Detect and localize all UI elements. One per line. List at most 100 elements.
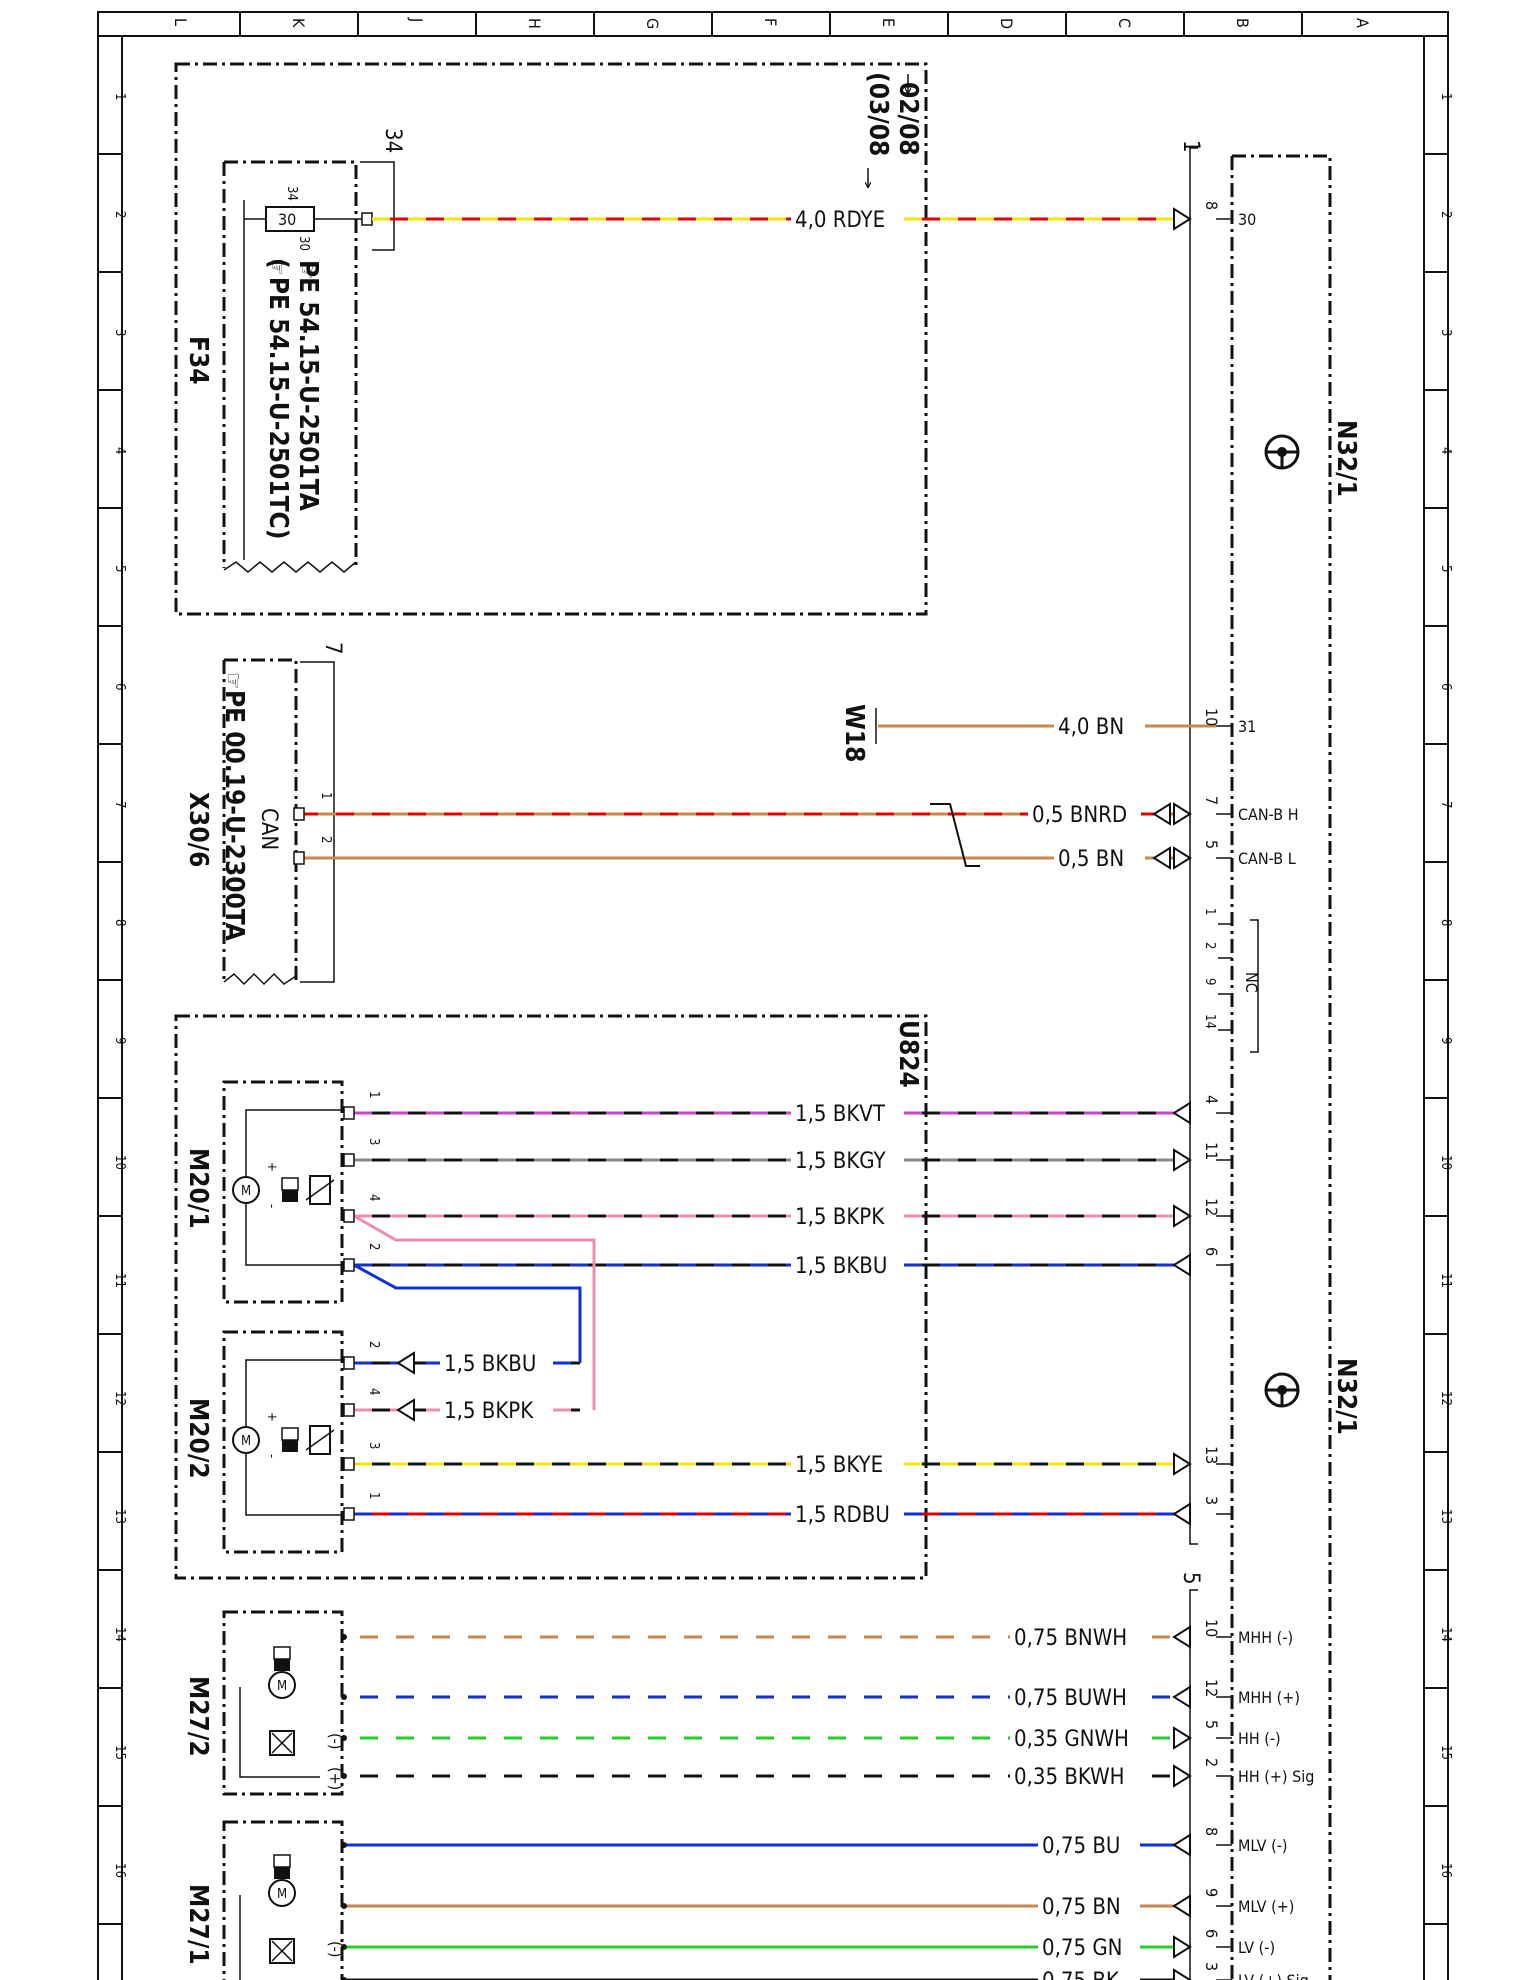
- grid-col-label: G: [643, 18, 662, 29]
- grid-col-label: J: [407, 17, 426, 22]
- pin-box: [343, 1153, 355, 1167]
- wire-label: 0,35 GNWH: [1014, 1727, 1129, 1752]
- grid-row-label-right: 8: [1438, 919, 1453, 926]
- f34-label: F34: [183, 336, 213, 385]
- pin-box: [343, 1403, 355, 1417]
- u824-region: U824 M20/1 M20/2: [174, 1014, 928, 1580]
- wire-label: 1,5 BKPK: [795, 1205, 885, 1230]
- grid-row-label-left: 12: [112, 1391, 127, 1406]
- grid-col-label: B: [1233, 18, 1252, 28]
- grid-row-label-left: 4: [112, 447, 127, 454]
- f34-ref-1: PE 54.15-U-2501TA: [293, 260, 323, 511]
- f34-region: 02/08 (03/08 30 34 30 34 PE 54.15-U-2501…: [174, 62, 928, 616]
- grid-row-label-left: 3: [112, 329, 127, 336]
- svg-text:M: M: [241, 1434, 251, 1449]
- f34-pin-in: 34: [284, 186, 299, 201]
- wire-label: 0,75 GN: [1042, 1936, 1122, 1961]
- left-pin-number: 1: [366, 1091, 381, 1098]
- n32-pin-block-number: 1: [1178, 140, 1203, 153]
- u824-label: U824: [893, 1020, 923, 1088]
- connector-arrow: [1172, 1894, 1191, 1918]
- m27-1-label: M27/1: [183, 1884, 213, 1965]
- x30-6-ref: PE 00.19-U-2300TA: [219, 690, 249, 941]
- connector-arrow: [1173, 1968, 1192, 1980]
- grid-col-label: C: [1115, 18, 1134, 28]
- grid-row-label-left: 6: [112, 683, 127, 690]
- grid-row-label-left: 15: [112, 1745, 127, 1760]
- grid-row-label-right: 2: [1438, 211, 1453, 218]
- m20-1-internal-wire: [245, 1203, 344, 1266]
- grid-row-label-right: 15: [1438, 1745, 1453, 1760]
- pin-number: 10: [1202, 708, 1221, 726]
- svg-text:M: M: [241, 1184, 251, 1199]
- minus-sign: -: [264, 1454, 279, 1458]
- motor-icon: M: [268, 1879, 296, 1907]
- left-pin-number: 2: [366, 1341, 381, 1348]
- connector-arrow: [1173, 1726, 1192, 1750]
- connector-arrow: [396, 1398, 415, 1422]
- m20-2-label: M20/2: [183, 1398, 213, 1479]
- connector-arrow: [1173, 1148, 1192, 1172]
- wire-label: 4,0 BN: [1058, 715, 1124, 740]
- connector-arrow: [1172, 1101, 1191, 1125]
- plus-sign: +: [264, 1162, 279, 1172]
- connector-arrow: [1173, 1452, 1192, 1476]
- wire-label: 0,75 BN: [1042, 1895, 1121, 1920]
- pin-box: [293, 851, 305, 865]
- m27-internal-wire: [239, 1687, 320, 1778]
- grid-row-label-right: 1: [1438, 93, 1453, 100]
- signal-name: LV (+) Sig: [1238, 1971, 1309, 1980]
- wire-label: 0,5 BN: [1058, 847, 1124, 872]
- grid-row-label-right: 4: [1438, 447, 1453, 454]
- wire-label: 0,75 BNWH: [1014, 1626, 1127, 1651]
- wire-label: 0,75 BUWH: [1014, 1686, 1127, 1711]
- grid-row-label-right: 9: [1438, 1037, 1453, 1044]
- wire-label: 1,5 BKGY: [795, 1149, 887, 1174]
- wire-label: 0,5 BNRD: [1032, 803, 1127, 828]
- left-pin-number: 3: [366, 1442, 381, 1449]
- connector-arrow: [1172, 1253, 1191, 1277]
- pin-number: 12: [1202, 1679, 1221, 1697]
- signal-name: CAN-B L: [1238, 849, 1296, 868]
- junction-dot: [341, 1903, 347, 1909]
- signal-name: MHH (+): [1238, 1688, 1300, 1707]
- grid-row-label-left: 2: [112, 211, 127, 218]
- left-pin-number: 1: [318, 792, 333, 799]
- wire-label: 1,5 BKBU: [444, 1352, 536, 1377]
- grid-row-label-left: 5: [112, 565, 127, 572]
- grid-row-label-left: 7: [112, 801, 127, 808]
- grid-row-label-right: 13: [1438, 1509, 1453, 1524]
- pin-number: 10: [1202, 1619, 1221, 1637]
- nc-label: NC: [1242, 972, 1261, 993]
- f34-connector-number: 34: [380, 128, 405, 153]
- grid-row-label-left: 9: [112, 1037, 127, 1044]
- connector-arrow: [1173, 1935, 1192, 1959]
- wire-label: 1,5 BKYE: [795, 1453, 883, 1478]
- grid-row-label-right: 10: [1438, 1155, 1453, 1170]
- hand-pointer-icon: ☞: [294, 262, 319, 280]
- wire-crossover: [353, 1263, 582, 1363]
- m27-1-internals: (-): [239, 1895, 345, 1980]
- m20-1-label: M20/1: [183, 1148, 213, 1229]
- pin-number: 13: [1202, 1446, 1221, 1464]
- grid-row-label-right: 16: [1438, 1863, 1453, 1878]
- connector-arrow: [1152, 802, 1171, 826]
- left-pin-number: 1: [366, 1492, 381, 1499]
- connector-arrow: [1172, 1625, 1191, 1649]
- signal-name: MHH (-): [1238, 1628, 1293, 1647]
- wire-label: 1,5 BKPK: [444, 1399, 534, 1424]
- grid-row-label-left: 8: [112, 919, 127, 926]
- signal-name: 31: [1238, 717, 1256, 736]
- f34-pin-out: 30: [296, 236, 311, 251]
- grid-row-label-right: 5: [1438, 565, 1453, 572]
- nc-pin-number: 2: [1202, 942, 1217, 949]
- motor-icon: M: [232, 1176, 260, 1204]
- junction-dot: [341, 1634, 347, 1640]
- m27-internal-wire: [239, 1895, 241, 1980]
- pin-number: 3: [1202, 1496, 1221, 1505]
- pin-number: 12: [1202, 1198, 1221, 1216]
- left-pin-number: 2: [318, 836, 333, 843]
- pin-box: [343, 1106, 355, 1120]
